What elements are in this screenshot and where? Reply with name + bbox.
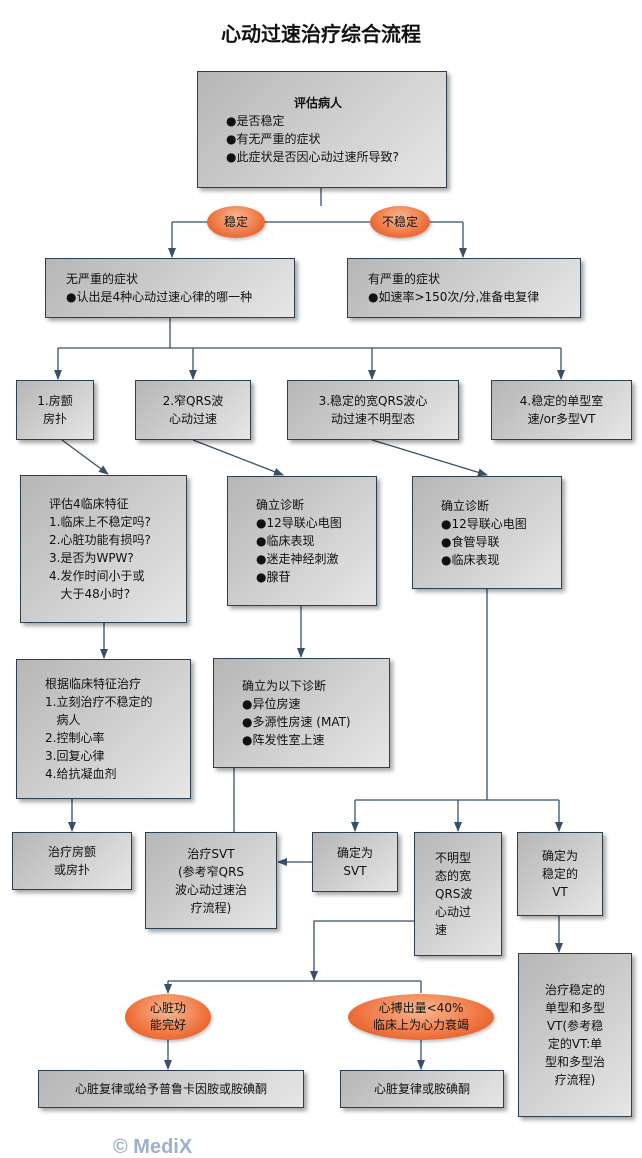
type-2-box: 2.窄QRS波心动过速 xyxy=(135,380,251,440)
box-line: ●此症状是否因心动过速所导致? xyxy=(226,149,399,164)
box-line: ●如速率>150次/分,准备电复律 xyxy=(368,290,540,304)
box-line: 病人 xyxy=(45,713,81,727)
box-line: 或房扑 xyxy=(53,863,90,877)
box-line: QRS波 xyxy=(435,887,473,901)
box-line: 房扑 xyxy=(42,412,67,426)
diagnosis-list-box: 确立为以下诊断 ●异位房速 ●多源性房速 (MAT) ●阵发性室上速 xyxy=(213,658,390,768)
treatment-amiodarone-box: 心脏复律或胺碘酮 xyxy=(340,1070,504,1108)
oval-label: 不稳定 xyxy=(381,214,418,229)
diagnosis-wide-box: 确立诊断 ●12导联心电图 ●食管导联 ●临床表现 xyxy=(412,476,562,589)
type-1-box: 1.房颤房扑 xyxy=(16,380,94,440)
treat-af-box: 治疗房颤或房扑 xyxy=(12,832,132,890)
box-line: VT(参考稳 xyxy=(546,1019,604,1033)
oval-label: 心脏功 xyxy=(149,1001,186,1015)
confirmed-vt-box: 确定为稳定的 VT xyxy=(517,832,603,916)
heart-failure-oval: 心搏出量<40% 临床上为心力衰竭 xyxy=(348,994,494,1040)
box-line: 4.发作时间小于或 xyxy=(49,569,145,583)
box-line: 大于48小时? xyxy=(49,587,131,601)
box-heading: 确立诊断 xyxy=(441,498,490,513)
oval-label: 临床上为心力衰竭 xyxy=(372,1018,469,1032)
box-line: 2.窄QRS波 xyxy=(162,394,224,408)
treat-vt-box: 治疗稳定的单型和多型 VT(参考稳定的VT:单型和多型治疗流程) xyxy=(518,953,632,1117)
confirmed-svt-box: 确定为 SVT xyxy=(312,832,398,892)
box-line: 3.稳定的宽QRS波心 xyxy=(318,394,428,408)
box-line: ●迷走神经刺激 xyxy=(256,552,339,566)
unstable-oval: 不稳定 xyxy=(370,206,430,238)
box-line: 4.给抗凝血剂 xyxy=(45,767,117,781)
box-line: 速/or多型VT xyxy=(527,412,596,426)
stable-oval: 稳定 xyxy=(207,206,265,238)
unknown-wide-qrs-box: 不明型态的宽 QRS波心动过速 xyxy=(414,832,502,956)
box-line: ●12导联心电图 xyxy=(256,516,342,530)
box-line: 2.心脏功能有损吗? xyxy=(49,533,151,547)
box-line: 3.是否为WPW? xyxy=(49,551,134,565)
box-line: 1.房颤 xyxy=(37,394,73,408)
box-line: 不明型 xyxy=(435,851,472,865)
oval-label: 能完好 xyxy=(149,1018,186,1032)
evaluate-4-features-box: 评估4临床特征 1.临床上不稳定吗? 2.心脏功能有损吗? 3.是否为WPW? 4.发作… xyxy=(20,475,187,623)
oval-label: 心搏出量<40% xyxy=(378,1001,464,1015)
box-line: 稳定的 xyxy=(541,867,578,881)
box-line: 1.立刻治疗不稳定的 xyxy=(45,695,153,709)
box-line: ●多源性房速 (MAT) xyxy=(242,715,351,729)
watermark: © MediX xyxy=(113,1136,193,1158)
treatment-procainamide-box: 心脏复律或给予普鲁卡因胺或胺碘酮 xyxy=(38,1070,304,1108)
box-line: 确定为 xyxy=(541,849,578,863)
box-line: 定的VT:单 xyxy=(547,1037,603,1051)
page-title: 心动过速治疗综合流程 xyxy=(221,22,421,46)
box-line: ●是否稳定 xyxy=(226,113,285,128)
box-line: ●阵发性室上速 xyxy=(242,733,325,747)
box-line: 3.回复心律 xyxy=(45,749,105,763)
box-line: (参考窄QRS xyxy=(177,864,245,879)
box-line: 型和多型治 xyxy=(544,1055,605,1069)
box-heading: 根据临床特征治疗 xyxy=(45,677,142,691)
assess-patient-box: 评估病人 ●是否稳定 ●有无严重的症状 ●此症状是否因心动过速所导致? xyxy=(197,71,447,188)
box-line: ●临床表现 xyxy=(441,552,500,567)
box-line: 疗流程) xyxy=(554,1073,596,1087)
box-line: 波心动过速治 xyxy=(174,882,247,897)
box-line: 心脏复律或给予普鲁卡因胺或胺碘酮 xyxy=(74,1082,267,1096)
type-3-box: 3.稳定的宽QRS波心动过速不明型态 xyxy=(287,380,459,440)
box-line: ●异位房速 xyxy=(242,697,301,711)
severe-symptoms-box: 有严重的症状 ●如速率>150次/分,准备电复律 xyxy=(347,258,581,318)
box-line: VT xyxy=(552,885,568,899)
no-severe-symptoms-box: 无严重的症状 ●认出是4种心动过速心律的哪一种 xyxy=(45,258,295,318)
box-line: ●认出是4种心动过速心律的哪一种 xyxy=(66,290,253,304)
box-line: 心动过 xyxy=(435,905,472,919)
box-line: 治疗房颤 xyxy=(47,845,96,859)
diagnosis-narrow-box: 确立诊断 ●12导联心电图 ●临床表现 ●迷走神经刺激 ●腺苷 xyxy=(227,476,377,606)
box-heading: 有严重的症状 xyxy=(368,272,441,286)
box-line: 速 xyxy=(435,923,448,937)
type-4-box: 4.稳定的单型室速/or多型VT xyxy=(491,380,632,440)
box-line: ●腺苷 xyxy=(256,570,291,584)
box-line: 2.控制心率 xyxy=(45,731,105,745)
box-heading: 确立诊断 xyxy=(256,498,305,512)
box-line: 单型和多型 xyxy=(544,1001,605,1015)
box-line: 治疗SVT xyxy=(187,846,235,861)
box-line: ●有无严重的症状 xyxy=(226,131,321,146)
box-line: 1.临床上不稳定吗? xyxy=(49,515,151,529)
box-heading: 无严重的症状 xyxy=(66,272,139,286)
box-heading: 确立为以下诊断 xyxy=(242,679,327,693)
treat-by-features-box: 根据临床特征治疗 1.立刻治疗不稳定的 病人 2.控制心率 3.回复心律 4.给抗凝血剂 xyxy=(16,659,191,799)
box-line: 心脏复律或胺碘酮 xyxy=(373,1082,470,1096)
box-line: 心动过速 xyxy=(168,412,217,426)
box-line: 治疗稳定的 xyxy=(544,983,605,997)
box-line: 态的宽 xyxy=(435,869,472,883)
box-line: ●12导联心电图 xyxy=(441,516,527,531)
box-line: 4.稳定的单型室 xyxy=(519,394,604,408)
box-line: 确定为 xyxy=(336,846,373,860)
box-heading: 评估病人 xyxy=(294,95,343,110)
oval-label: 稳定 xyxy=(223,214,248,229)
box-line: SVT xyxy=(343,864,367,878)
heart-function-good-oval: 心脏功能完好 xyxy=(125,994,211,1040)
treat-svt-box: 治疗SVT (参考窄QRS 波心动过速治疗流程) xyxy=(145,832,277,929)
box-line: ●食管导联 xyxy=(441,534,500,549)
box-line: ●临床表现 xyxy=(256,534,315,548)
box-line: 动过速不明型态 xyxy=(330,412,415,426)
box-heading: 评估4临床特征 xyxy=(49,497,129,511)
box-line: 疗流程) xyxy=(190,900,232,915)
